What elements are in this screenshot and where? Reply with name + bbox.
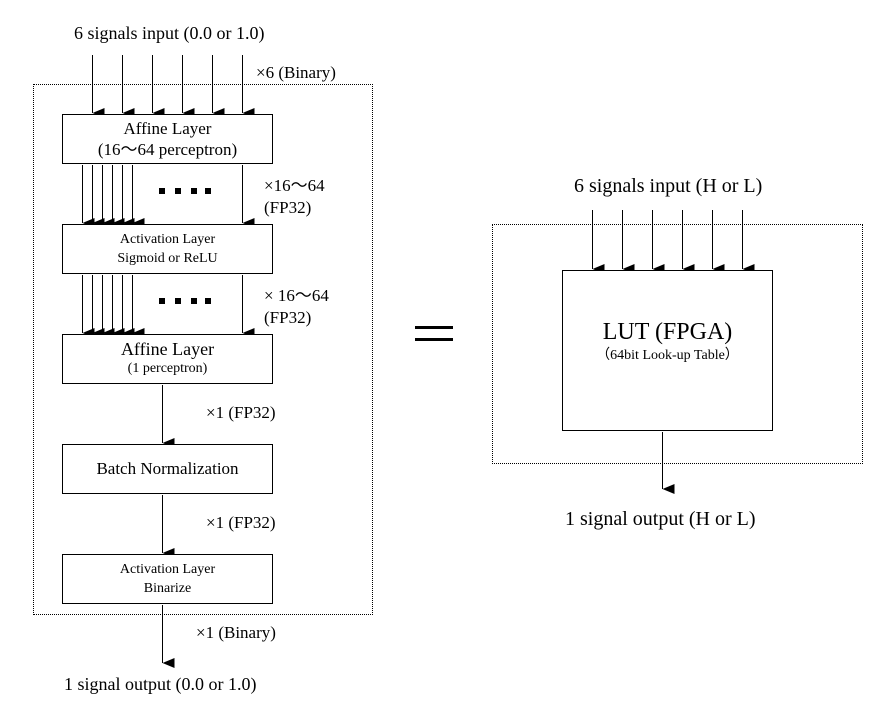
- affine-layer-1-subtitle: (16～64 perceptron): [97, 140, 238, 159]
- affine-layer-2-title: Affine Layer: [120, 339, 215, 359]
- batch-normalization-title: Batch Normalization: [96, 459, 239, 478]
- edge-label-1-type: (FP32): [264, 198, 312, 217]
- ellipsis-dots-2: [159, 298, 211, 304]
- left-output-label: 1 signal output (0.0 or 1.0): [64, 674, 257, 694]
- edge-label-2-count: × 16～64: [264, 286, 329, 305]
- lut-title: LUT (FPGA): [602, 318, 733, 345]
- edge-label-1: ×16～64 (FP32): [264, 175, 325, 219]
- activation-layer-binarize: Activation Layer Binarize: [62, 554, 273, 604]
- edge-label-3: ×1 (FP32): [206, 403, 276, 422]
- affine-layer-2-subtitle: (1 perceptron): [127, 361, 208, 376]
- edge-label-5: ×1 (Binary): [196, 623, 276, 642]
- right-output-label: 1 signal output (H or L): [565, 508, 756, 530]
- batch-normalization: Batch Normalization: [62, 444, 273, 494]
- activation-layer-1-subtitle: Sigmoid or ReLU: [117, 251, 218, 266]
- lut-box: LUT (FPGA) （64bit Look-up Table）: [562, 270, 773, 431]
- activation-layer-2-title: Activation Layer: [119, 562, 216, 577]
- left-input-multiplier: ×6 (Binary): [256, 63, 336, 82]
- lut-subtitle: （64bit Look-up Table）: [596, 347, 739, 363]
- edge-label-2-type: (FP32): [264, 308, 312, 327]
- left-input-label: 6 signals input (0.0 or 1.0): [74, 23, 265, 43]
- equals-sign: [415, 326, 453, 341]
- activation-layer-2-subtitle: Binarize: [143, 581, 192, 596]
- affine-layer-1-title: Affine Layer: [123, 119, 212, 138]
- lut-group-boundary: [492, 224, 863, 464]
- activation-layer-1-title: Activation Layer: [119, 232, 216, 247]
- right-input-label: 6 signals input (H or L): [574, 175, 763, 197]
- edge-label-4: ×1 (FP32): [206, 513, 276, 532]
- affine-layer-2: Affine Layer (1 perceptron): [62, 334, 273, 384]
- affine-layer-1: Affine Layer (16～64 perceptron): [62, 114, 273, 164]
- nn-group-boundary: [33, 84, 373, 615]
- edge-label-1-count: ×16～64: [264, 176, 325, 195]
- ellipsis-dots-1: [159, 188, 211, 194]
- activation-layer-1: Activation Layer Sigmoid or ReLU: [62, 224, 273, 274]
- edge-label-2: × 16～64 (FP32): [264, 285, 329, 329]
